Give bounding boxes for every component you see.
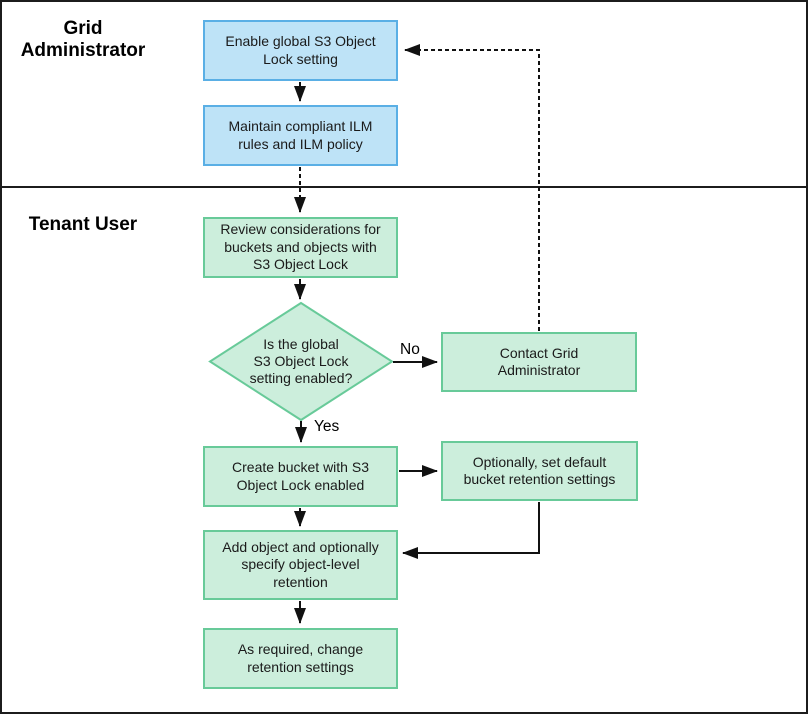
node-create-bucket: Create bucket with S3 Object Lock enable…: [203, 446, 398, 507]
lane-divider: [0, 186, 808, 188]
edge-optional-to-addobject: [402, 502, 540, 559]
edge-label-yes: Yes: [314, 418, 340, 435]
lane-label-tenant-user: Tenant User: [28, 214, 138, 235]
decision-diamond-shape: [208, 301, 394, 422]
lane-label-grid-administrator: Grid Administrator: [20, 18, 146, 62]
node-add-object: Add object and optionally specify object…: [203, 530, 398, 600]
node-contact-grid-administrator: Contact Grid Administrator: [441, 332, 637, 392]
node-enable-global-s3-object-lock: Enable global S3 Object Lock setting: [203, 20, 398, 81]
node-decision-label: Is the global S3 Object Lock setting ena…: [249, 336, 353, 387]
edge-label-no: No: [400, 341, 420, 358]
node-set-default-retention: Optionally, set default bucket retention…: [441, 441, 638, 501]
node-maintain-ilm: Maintain compliant ILM rules and ILM pol…: [203, 105, 398, 166]
edge-contact-to-enable-dashed: [404, 44, 540, 331]
node-review-considerations: Review considerations for buckets and ob…: [203, 217, 398, 278]
node-change-retention: As required, change retention settings: [203, 628, 398, 689]
